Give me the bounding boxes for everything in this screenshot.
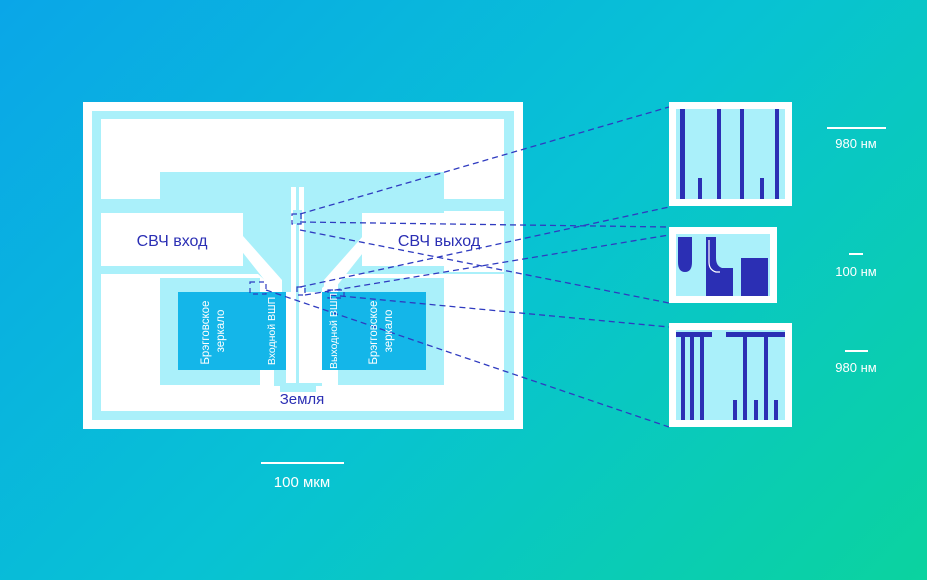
- inset-middle: [669, 227, 777, 303]
- idt-divider-left: [286, 292, 291, 383]
- input-feedline: [236, 236, 282, 292]
- scale-bar-main: 100 мкм: [261, 462, 344, 491]
- bragg-mirror-left-line2: зеркало: [215, 310, 227, 353]
- bragg-mirror-right-region: [346, 292, 426, 370]
- projection-line-7: [265, 289, 670, 428]
- center-strip-right: [299, 187, 304, 383]
- inset-top-finger-6: [775, 109, 779, 199]
- scale-bar-inset-top-label: 980 нм: [835, 136, 876, 151]
- scale-bar-inset-middle-line: [849, 253, 863, 255]
- inset-bottom-busbar-right: [726, 332, 785, 337]
- inset-bottom-finger-3: [700, 332, 704, 420]
- input-idt-region: [258, 292, 286, 370]
- center-strip-left: [291, 187, 296, 383]
- projection-line-6: [329, 294, 670, 328]
- inset-middle-hook: [706, 237, 733, 296]
- chip: [83, 102, 523, 429]
- ground-label: Земля: [280, 391, 325, 408]
- scale-bar-inset-top-line: [827, 127, 886, 129]
- mw-input-pad: [101, 213, 243, 266]
- projection-line-4: [299, 206, 670, 288]
- projection-line-3: [299, 229, 670, 304]
- inset-bottom-finger-6: [754, 400, 758, 420]
- scale-bar-inset-bottom-line: [845, 350, 868, 352]
- inset-bottom-finger-1: [681, 332, 685, 420]
- output-idt-region: [322, 292, 346, 370]
- inset-top: [669, 102, 792, 206]
- bragg-mirror-right-line2: зеркало: [383, 310, 395, 353]
- output-idt-label: Выходной ВШП: [328, 293, 340, 369]
- scale-bar-inset-bottom: 980 нм: [835, 350, 877, 375]
- inset-top-finger-3: [717, 109, 721, 199]
- inset-top-finger-4: [740, 109, 744, 199]
- zoom-marker-center: [291, 213, 302, 225]
- inset-bottom-finger-7: [764, 332, 768, 420]
- scale-bar-inset-top: 980 нм: [827, 127, 886, 151]
- projection-line-1: [299, 106, 670, 215]
- scale-bar-inset-bottom-label: 980 нм: [835, 360, 876, 375]
- bragg-mirror-left-line1: Брэгговское: [200, 301, 212, 365]
- output-feedline: [324, 236, 370, 292]
- inset-middle-tip-left: [678, 237, 692, 272]
- scale-bar-main-line: [261, 462, 344, 464]
- idt-divider-right: [304, 292, 322, 383]
- inset-bottom-finger-4: [733, 400, 737, 420]
- mw-output-label: СВЧ выход: [398, 233, 481, 250]
- scale-bar-inset-middle-label: 100 нм: [835, 264, 876, 279]
- input-idt-label: Входной ВШП: [266, 297, 278, 365]
- inset-top-finger-5: [760, 178, 764, 199]
- projection-line-5: [304, 234, 670, 296]
- center-gap-top: [293, 210, 302, 224]
- inset-middle-block: [741, 258, 768, 296]
- scale-bar-main-label: 100 мкм: [274, 474, 330, 491]
- inset-bottom-finger-2: [690, 332, 694, 420]
- scale-bar-inset-middle: 100 нм: [835, 253, 877, 279]
- inset-bottom-finger-5: [743, 332, 747, 420]
- inset-top-field: [676, 109, 785, 199]
- inset-top-finger-1: [680, 109, 685, 199]
- mw-input-label: СВЧ вход: [137, 233, 208, 250]
- bragg-mirror-right-label: Брэгговское зеркало: [368, 297, 395, 364]
- projection-line-2: [299, 221, 670, 228]
- bragg-mirror-left-region: [178, 292, 258, 370]
- zoom-marker-idt-right: [327, 289, 345, 299]
- inset-middle-hook-outline: [708, 240, 720, 273]
- bragg-mirror-left-label: Брэгговское зеркало: [200, 297, 227, 364]
- zoom-markers: [249, 213, 345, 299]
- mw-output-pad: [362, 213, 504, 266]
- inset-top-finger-2: [698, 178, 702, 199]
- zoom-marker-idt: [249, 281, 267, 295]
- bragg-mirror-right-line1: Брэгговское: [368, 301, 380, 365]
- inset-bottom: [669, 323, 792, 427]
- projection-lines: [265, 106, 670, 428]
- inset-bottom-finger-8: [774, 400, 778, 420]
